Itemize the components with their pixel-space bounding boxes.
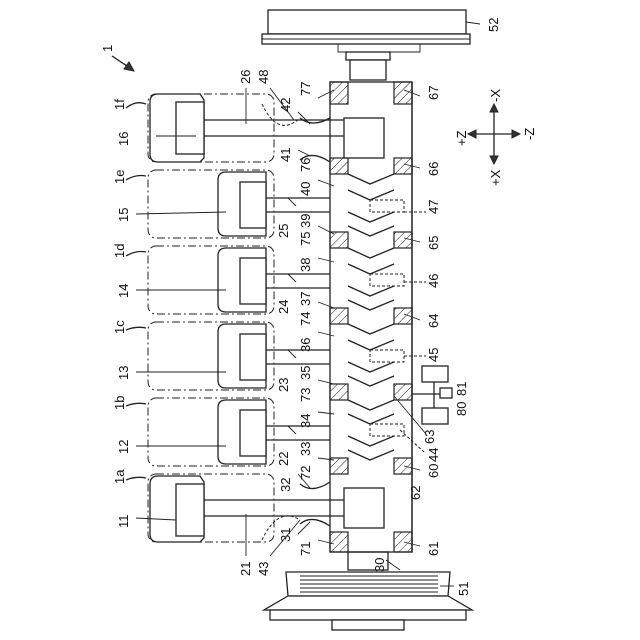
label-1d: 1d [112, 244, 127, 258]
axis-labels: -X +X +Z -Z [454, 89, 537, 186]
label-39: 39 [298, 214, 313, 228]
label-75-39: 75 [298, 232, 313, 246]
label-46: 46 [426, 274, 441, 288]
label-30: 30 [372, 558, 387, 572]
label-14: 14 [116, 284, 131, 298]
label-51: 51 [456, 582, 471, 596]
label-43: 43 [256, 562, 271, 576]
axis-plus-z: +Z [454, 130, 469, 146]
label-64: 64 [426, 314, 441, 328]
label-25: 25 [276, 224, 291, 238]
label-67: 67 [426, 86, 441, 100]
label-72: 72 [298, 466, 313, 480]
label-42: 42 [278, 98, 293, 112]
label-1f: 1f [112, 99, 127, 110]
label-31: 31 [278, 528, 293, 542]
axis-minus-z: -Z [522, 128, 537, 140]
label-32: 32 [278, 478, 293, 492]
label-37: 37 [298, 292, 313, 306]
label-34: 34 [298, 414, 313, 428]
label-48: 48 [256, 70, 271, 84]
sensor-80-81 [412, 366, 452, 424]
label-35: 35 [298, 366, 313, 380]
label-45: 45 [426, 348, 441, 362]
label-1: 1 [100, 45, 115, 52]
pistons [150, 94, 266, 542]
coordinate-axes [468, 104, 520, 164]
label-74: 74 [298, 312, 313, 326]
label-1e: 1e [112, 170, 127, 184]
label-81: 81 [454, 382, 469, 396]
label-73: 73 [298, 388, 313, 402]
label-1b: 1b [112, 396, 127, 410]
label-12: 12 [116, 440, 131, 454]
label-44: 44 [426, 448, 441, 462]
label-60: 60 [426, 464, 441, 478]
label-41: 41 [278, 148, 293, 162]
label-40: 40 [298, 182, 313, 196]
label-61: 61 [426, 542, 441, 556]
pulley-51 [264, 552, 472, 630]
label-80: 80 [454, 402, 469, 416]
label-15: 15 [116, 208, 131, 222]
label-71: 71 [298, 542, 313, 556]
label-11: 11 [116, 515, 131, 529]
label-47: 47 [426, 200, 441, 214]
label-63: 63 [422, 430, 437, 444]
assembly-arrow [112, 56, 134, 71]
label-65: 65 [426, 236, 441, 250]
label-1a: 1a [112, 469, 127, 484]
flywheel-52 [262, 10, 470, 80]
label-33: 33 [298, 442, 313, 456]
label-62: 62 [408, 486, 423, 500]
label-38: 38 [298, 258, 313, 272]
label-1c: 1c [112, 320, 127, 334]
axis-plus-x: +X [488, 169, 503, 186]
label-76: 76 [298, 158, 313, 172]
axis-minus-x: -X [488, 89, 503, 102]
label-16: 16 [116, 132, 131, 146]
label-36: 36 [298, 338, 313, 352]
label-13: 13 [116, 366, 131, 380]
label-24: 24 [276, 300, 291, 314]
label-66: 66 [426, 162, 441, 176]
label-52: 52 [486, 18, 501, 32]
label-77: 77 [298, 82, 313, 96]
label-22: 22 [276, 452, 291, 466]
label-26: 26 [238, 70, 253, 84]
label-21: 21 [238, 562, 253, 576]
label-23: 23 [276, 378, 291, 392]
